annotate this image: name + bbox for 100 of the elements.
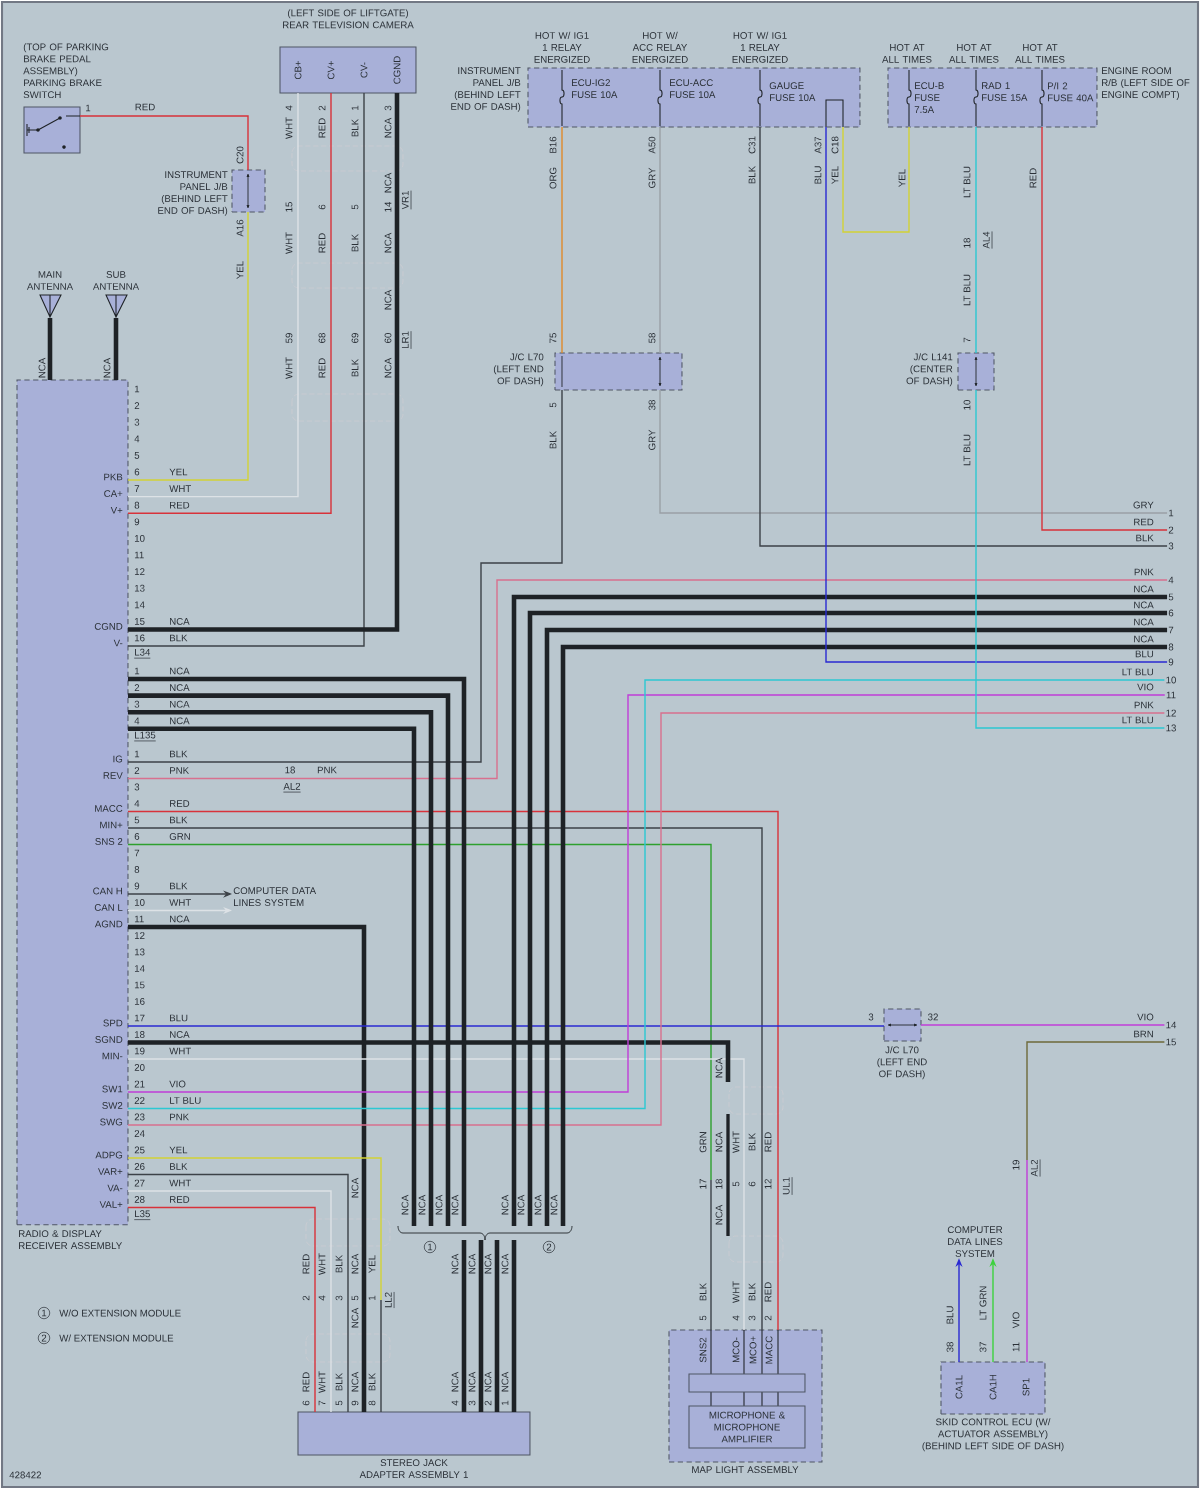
edge-label: NCA xyxy=(1134,618,1154,626)
terminal-number: 13 xyxy=(1166,724,1176,732)
pin-name: CGND xyxy=(94,623,123,630)
pin-number: 18 xyxy=(715,1179,723,1189)
wire-color-label: NCA xyxy=(401,1194,409,1215)
pin-label: C20 xyxy=(236,146,244,164)
pin-name: CAN L xyxy=(94,904,123,911)
wire xyxy=(842,126,910,233)
edge-label: WHT xyxy=(169,899,191,906)
edge-label: RED xyxy=(170,501,190,509)
wire-color-label: NCA xyxy=(715,1204,723,1225)
wire xyxy=(659,389,1168,514)
terminal-number: 2 xyxy=(1168,526,1174,534)
wire-color-label: NCA xyxy=(550,1194,558,1215)
connector-label: AL2 xyxy=(283,782,301,793)
pin-number: 1 xyxy=(134,667,140,675)
pin-number: 7 xyxy=(134,485,140,492)
wire xyxy=(478,1240,484,1412)
terminal-number: 11 xyxy=(1166,691,1176,699)
terminal-number: 8 xyxy=(1168,643,1174,651)
wire xyxy=(759,126,1168,547)
junction-connector: J/C L70 (LEFT END OF DASH) xyxy=(493,352,683,391)
wire-color-label: BLK xyxy=(699,1283,707,1301)
wire-color-label: NCA xyxy=(351,1177,359,1198)
pin-name: IG xyxy=(113,755,123,763)
pin-number: 68 xyxy=(318,333,326,343)
wire-color-label: GRY xyxy=(648,429,656,450)
brace xyxy=(397,1225,573,1241)
system-label: COMPUTER DATA LINES SYSTEM xyxy=(947,1226,1003,1257)
wire-color-label: BLK xyxy=(748,1283,756,1301)
pin-label: C31 xyxy=(748,136,756,154)
terminal-number: 12 xyxy=(1166,709,1176,717)
pin-number: 5 xyxy=(351,204,359,210)
wire-color-label: RED xyxy=(1029,168,1037,188)
edge-label: NCA xyxy=(170,915,190,923)
pin-name: MCO- xyxy=(732,1337,740,1363)
pin-label: C18 xyxy=(831,136,839,154)
pin-number: 5 xyxy=(732,1181,740,1187)
pin-number: 25 xyxy=(134,1146,145,1154)
edge-label: LT BLU xyxy=(170,1097,201,1104)
wire xyxy=(128,924,367,1412)
wire xyxy=(127,389,563,763)
pin-name: CA1L xyxy=(955,1375,963,1399)
wire-color-label: WHT xyxy=(732,1281,740,1303)
pin-number: 7 xyxy=(963,337,971,343)
wire-color-label: BLK xyxy=(549,431,557,449)
pin-number: 5 xyxy=(549,402,557,408)
wire-color-label: NCA xyxy=(501,1371,509,1392)
connector-label: AL2 xyxy=(1030,1159,1041,1177)
edge-label: LT GRN xyxy=(979,1286,987,1320)
pin-number: 4 xyxy=(134,717,140,725)
node-label: J/C L70 (LEFT END OF DASH) xyxy=(877,1046,927,1080)
pin-number: 12 xyxy=(764,1179,772,1189)
pin-number: 15 xyxy=(134,618,145,625)
pin-number: 18 xyxy=(963,238,971,248)
wire xyxy=(1026,1041,1166,1363)
pin-number: 4 xyxy=(134,800,140,807)
terminal-number: 14 xyxy=(1166,1021,1177,1029)
edge-label: RED xyxy=(1134,518,1154,526)
pin-name: CV+ xyxy=(327,60,335,80)
edge-label: WHT xyxy=(169,485,191,492)
pin-number: 20 xyxy=(134,1064,145,1071)
circled-number: 2 xyxy=(37,1331,51,1345)
edge-label: NCA xyxy=(1134,585,1154,593)
edge-label: YEL xyxy=(898,169,906,187)
wire xyxy=(127,1157,382,1413)
pin-number: 8 xyxy=(368,1400,376,1406)
pin-label: A16 xyxy=(236,219,244,237)
pin-name: V+ xyxy=(110,506,123,514)
pin-name: SWG xyxy=(100,1118,123,1126)
circled-number: 2 xyxy=(542,1240,556,1254)
terminal-number: 15 xyxy=(1166,1038,1176,1046)
pin-name: CV- xyxy=(360,62,368,78)
fuse-label: RAD 1 FUSE 15A xyxy=(982,82,1028,101)
edge-label: GRY xyxy=(648,167,656,188)
edge-label: YEL xyxy=(169,1146,188,1154)
pin-name: SGND xyxy=(95,1036,123,1043)
wire xyxy=(975,126,977,354)
wire-color-label: NCA xyxy=(351,1307,359,1328)
wire-color-label: YEL xyxy=(236,261,244,279)
wire-color-label: PNK xyxy=(1134,568,1154,576)
fuse-label: ECU-B FUSE 7.5A xyxy=(914,82,944,113)
pin-name: AGND xyxy=(94,920,123,928)
terminal-number: 7 xyxy=(1168,626,1174,634)
wire-color-label: WHT xyxy=(732,1131,740,1153)
pin-name: SPD xyxy=(103,1019,123,1027)
wire-color-label: NCA xyxy=(435,1194,443,1215)
wire xyxy=(494,1240,500,1412)
wire-color-label: BLK xyxy=(351,119,359,137)
pin-label: A50 xyxy=(648,136,656,154)
edge-label: NCA xyxy=(170,717,190,725)
pin-number: 3 xyxy=(384,105,392,111)
wire-color-label: NCA xyxy=(384,289,392,310)
pin-name: SW2 xyxy=(102,1102,123,1109)
wire xyxy=(128,93,400,632)
pin-number: 4 xyxy=(285,105,293,111)
edge-label: BLK xyxy=(170,816,188,824)
fuse-label: ECU-IG2 FUSE 10A xyxy=(572,79,618,98)
wire-color-label: NCA xyxy=(418,1194,426,1215)
edge-label: NCA xyxy=(170,618,190,625)
